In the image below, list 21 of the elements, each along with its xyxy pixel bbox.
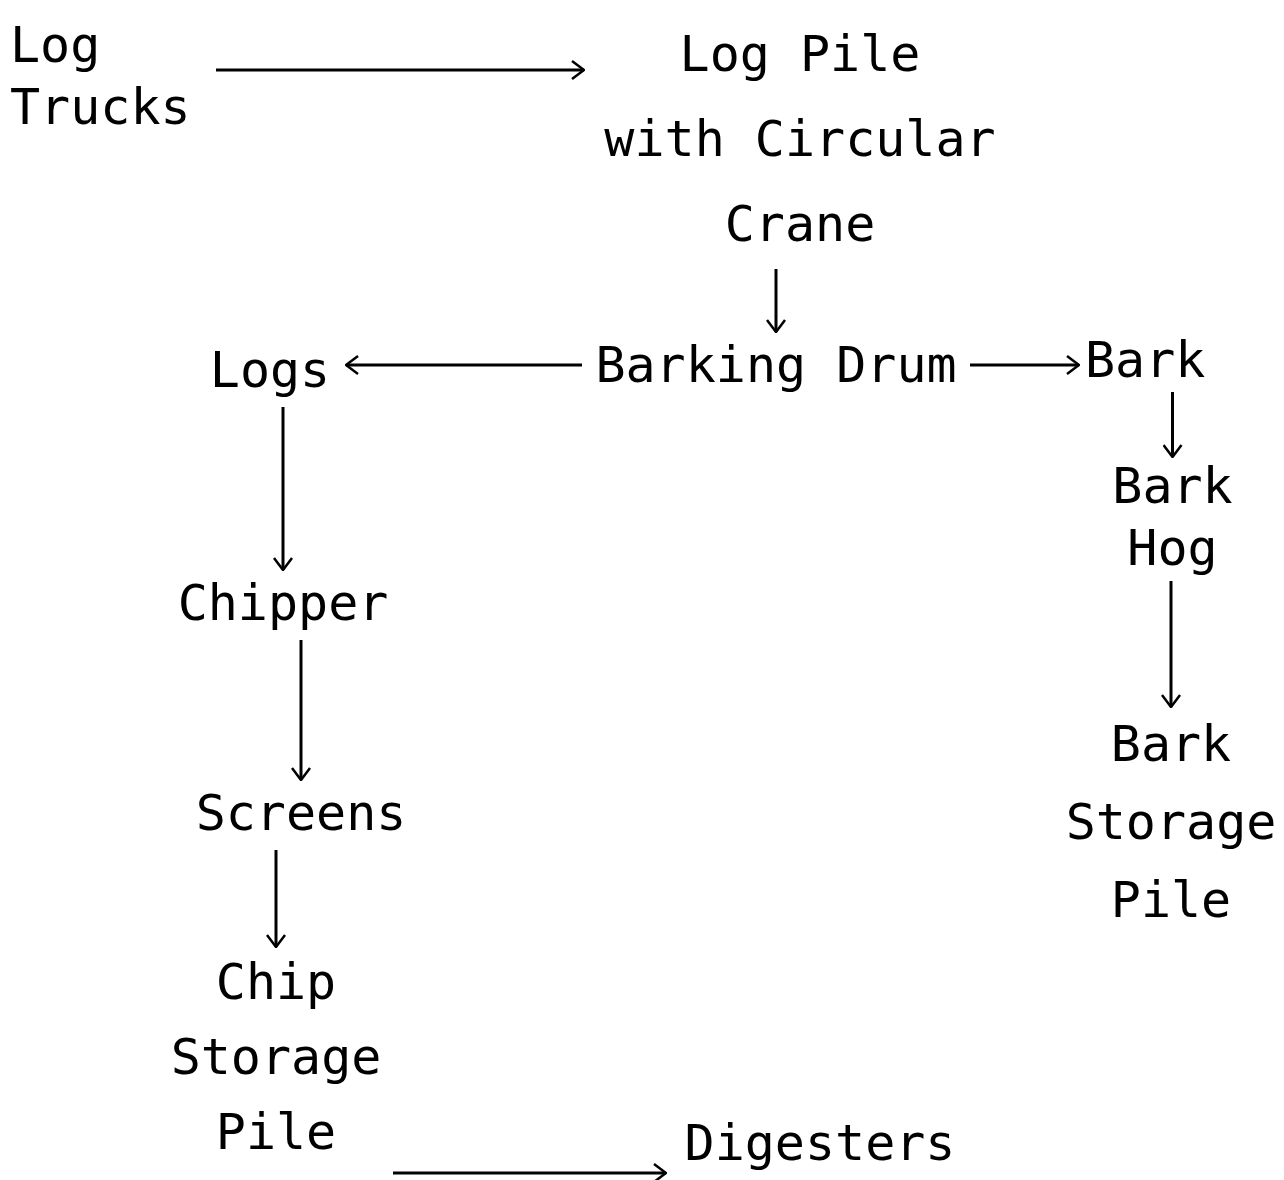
arrow (393, 1162, 668, 1180)
step-label: Screens (194, 783, 408, 844)
step-label: Digesters (683, 1113, 957, 1174)
arrow (1160, 581, 1182, 709)
step-label: Bark (1085, 330, 1207, 390)
step-label: Chipper (176, 573, 390, 634)
step-label: Barking Drum (594, 335, 958, 396)
step-label: Log Trucks (10, 15, 192, 138)
step-label: Chip Storage Pile (169, 952, 383, 1163)
step-label: Bark Hog (1111, 456, 1234, 579)
arrow (970, 354, 1081, 376)
arrow (344, 354, 582, 376)
arrow (265, 850, 287, 949)
arrow (765, 269, 787, 334)
arrow (272, 407, 294, 572)
arrow (1162, 392, 1183, 459)
step-label: Log Pile with Circular Crane (603, 24, 997, 255)
arrow (216, 59, 586, 81)
step-label: Bark Storage Pile (1064, 714, 1278, 931)
step-label: Logs (208, 340, 332, 401)
arrow (290, 640, 312, 782)
